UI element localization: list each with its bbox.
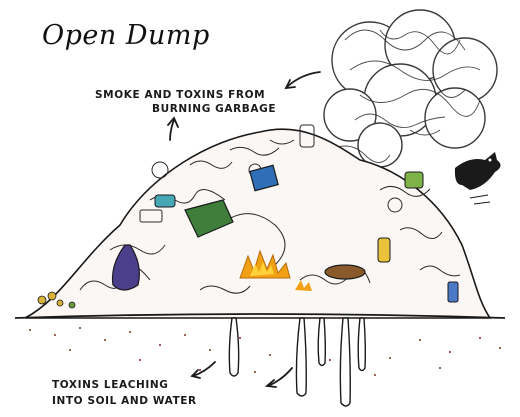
teal-bottle xyxy=(155,195,175,207)
soil-particles xyxy=(29,327,501,376)
brown-shoe xyxy=(325,265,365,279)
smoke-label-line2: BURNING GARBAGE xyxy=(152,101,276,117)
green-cup xyxy=(405,172,423,188)
leach-label-line1: TOXINS LEACHING xyxy=(52,377,169,393)
yellow-bottle xyxy=(378,238,390,262)
garbage-mound xyxy=(25,129,490,318)
leach-label-line2: INTO SOIL AND WATER xyxy=(52,393,197,409)
leachate-drips xyxy=(229,318,365,406)
bird xyxy=(455,152,501,204)
blue-can xyxy=(448,282,458,302)
